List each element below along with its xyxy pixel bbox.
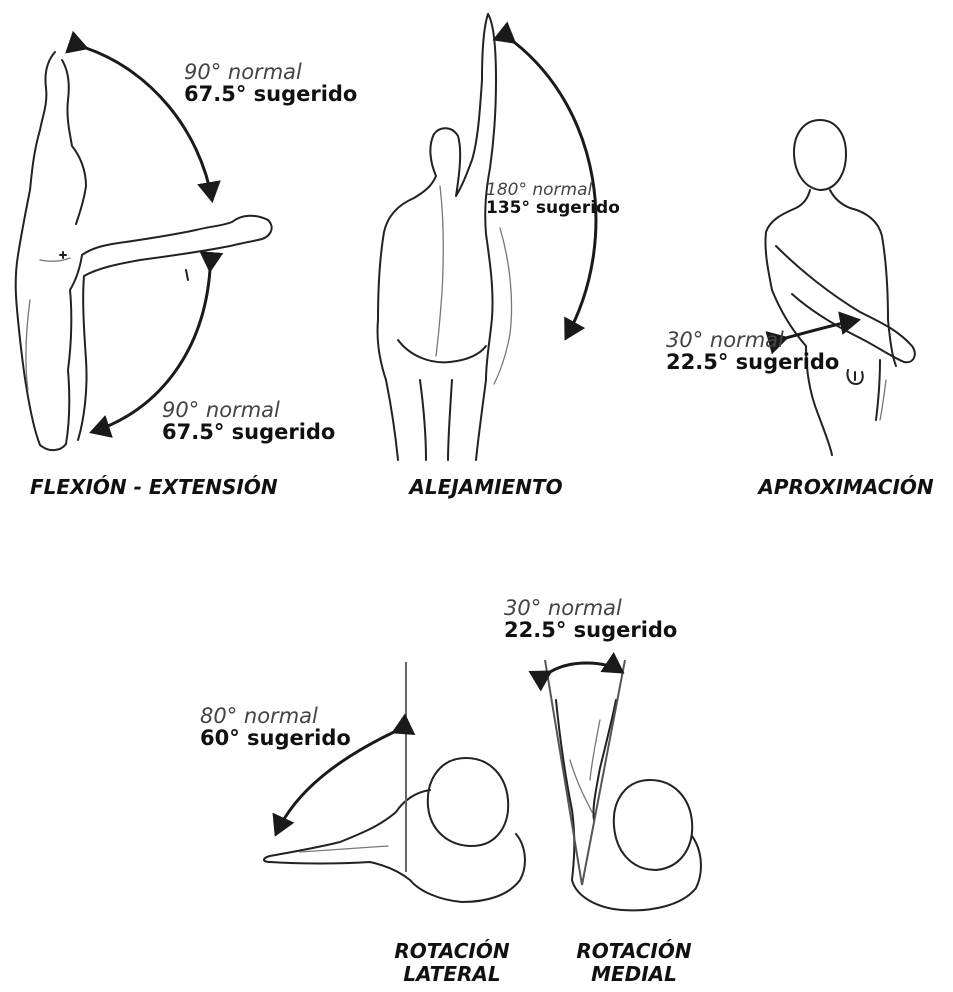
- rotacion-medial-caption-line1: ROTACIÓN: [564, 940, 704, 963]
- alejamiento-normal-text: 180° normal: [486, 182, 620, 199]
- rotacion-medial-figure: [556, 700, 701, 910]
- rotacion-lateral-caption: ROTACIÓN LATERAL: [382, 940, 522, 986]
- rotacion-lateral-figure: [264, 758, 525, 902]
- aproximacion-angle-label: 30° normal 22.5° sugerido: [666, 330, 839, 373]
- flexion-extension-caption: FLEXIÓN - EXTENSIÓN: [30, 476, 270, 499]
- rotacion-lateral-suggested-text: 60° sugerido: [200, 728, 351, 749]
- rotacion-medial-reference-lines: [545, 660, 625, 885]
- flexion-suggested-text: 67.5° sugerido: [184, 84, 357, 105]
- extension-suggested-text: 67.5° sugerido: [162, 422, 335, 443]
- alejamiento-figure: [377, 14, 511, 460]
- rotacion-lateral-normal-text: 80° normal: [200, 706, 351, 727]
- alejamiento-suggested-text: 135° sugerido: [486, 200, 620, 217]
- rotacion-medial-angle-label: 30° normal 22.5° sugerido: [504, 598, 677, 641]
- alejamiento-angle-label: 180° normal 135° sugerido: [486, 182, 620, 217]
- flexion-extension-figure: [16, 52, 272, 450]
- extension-angle-label: 90° normal 67.5° sugerido: [162, 400, 335, 443]
- flexion-normal-text: 90° normal: [184, 62, 357, 83]
- alejamiento-caption: ALEJAMIENTO: [396, 476, 576, 499]
- aproximacion-normal-text: 30° normal: [666, 330, 839, 351]
- rotacion-medial-caption: ROTACIÓN MEDIAL: [564, 940, 704, 986]
- rotacion-lateral-caption-line2: LATERAL: [382, 963, 522, 986]
- rotacion-medial-arrow: [550, 663, 622, 672]
- flexion-angle-label: 90° normal 67.5° sugerido: [184, 62, 357, 105]
- aproximacion-caption: APROXIMACIÓN: [746, 476, 946, 499]
- rotacion-medial-caption-line2: MEDIAL: [564, 963, 704, 986]
- rotacion-medial-suggested-text: 22.5° sugerido: [504, 620, 677, 641]
- rotacion-medial-normal-text: 30° normal: [504, 598, 677, 619]
- aproximacion-suggested-text: 22.5° sugerido: [666, 352, 839, 373]
- rotacion-lateral-angle-label: 80° normal 60° sugerido: [200, 706, 351, 749]
- extension-normal-text: 90° normal: [162, 400, 335, 421]
- rotacion-lateral-caption-line1: ROTACIÓN: [382, 940, 522, 963]
- aproximacion-figure: [765, 120, 914, 455]
